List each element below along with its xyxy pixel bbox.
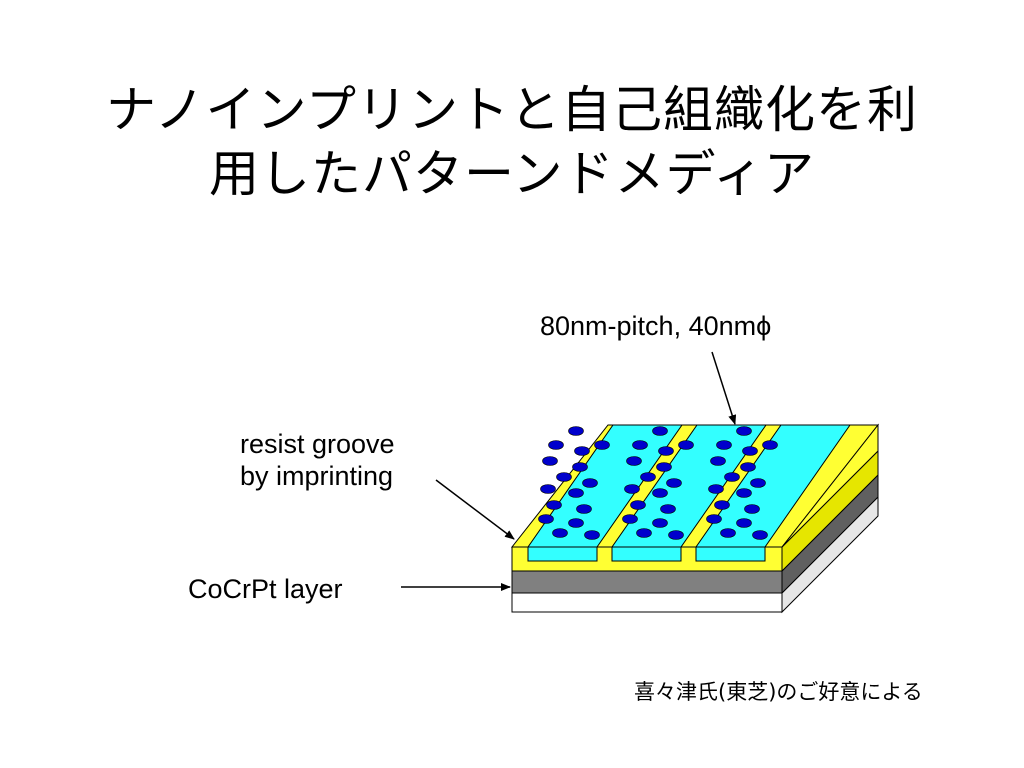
nanodot bbox=[630, 500, 646, 510]
groove-2-front bbox=[611, 546, 682, 562]
nanodot bbox=[568, 426, 584, 436]
nanodot bbox=[736, 518, 752, 528]
nanodot bbox=[546, 500, 562, 510]
nanodot bbox=[636, 528, 652, 538]
nanodot bbox=[710, 456, 726, 466]
nanodot bbox=[668, 530, 684, 540]
substrate-front bbox=[511, 592, 783, 613]
title-line-1: ナノインプリントと自己組織化を利 bbox=[106, 81, 918, 139]
nanodot bbox=[742, 446, 758, 456]
nanodot bbox=[744, 504, 760, 514]
nanodot bbox=[762, 440, 778, 450]
nanodot bbox=[582, 478, 598, 488]
nanodot bbox=[568, 518, 584, 528]
page-title: ナノインプリントと自己組織化を利 用したパターンドメディア bbox=[0, 78, 1024, 206]
nanodot bbox=[556, 472, 572, 482]
nanodot bbox=[652, 426, 668, 436]
nanodot bbox=[568, 488, 584, 498]
title-line-2: 用したパターンドメディア bbox=[209, 145, 815, 203]
groove-3-front bbox=[695, 546, 766, 562]
resist-grooves bbox=[527, 424, 851, 562]
nanodot bbox=[724, 472, 740, 482]
resist-groove-label: resist groove by imprinting bbox=[240, 428, 395, 492]
cocrpt-layer-label: CoCrPt layer bbox=[188, 574, 343, 604]
nanodot bbox=[572, 462, 588, 472]
nanodot bbox=[552, 528, 568, 538]
resist-label-line-1: resist groove bbox=[240, 429, 395, 459]
nanodot bbox=[678, 440, 694, 450]
nanodot bbox=[656, 462, 672, 472]
nanodot bbox=[632, 440, 648, 450]
nanodot bbox=[542, 456, 558, 466]
resist-top-right-edge bbox=[781, 423, 879, 548]
nanodot bbox=[658, 446, 674, 456]
credit-note: 喜々津氏(東芝)のご好意による bbox=[634, 680, 923, 704]
nanodot bbox=[660, 504, 676, 514]
nanodot bbox=[594, 440, 610, 450]
nanodot bbox=[750, 478, 766, 488]
pitch-label: 80nm-pitch, 40nmϕ bbox=[540, 311, 772, 341]
nanodot bbox=[736, 488, 752, 498]
nanodot bbox=[740, 462, 756, 472]
nanodot bbox=[640, 472, 656, 482]
nanodot bbox=[652, 518, 668, 528]
cocrpt-layer-front bbox=[511, 570, 783, 594]
nanodot bbox=[752, 530, 768, 540]
nanodot bbox=[716, 440, 732, 450]
nanodot bbox=[626, 456, 642, 466]
nanodots bbox=[538, 426, 778, 540]
nanodot bbox=[540, 484, 556, 494]
resist-label-line-2: by imprinting bbox=[240, 461, 394, 491]
nanodot bbox=[624, 484, 640, 494]
nanodot bbox=[576, 504, 592, 514]
nanodot bbox=[736, 426, 752, 436]
pitch-arrow bbox=[711, 351, 737, 425]
nanodot bbox=[714, 500, 730, 510]
nanodot bbox=[622, 514, 638, 524]
groove-1-front bbox=[527, 546, 598, 562]
nanodot bbox=[708, 484, 724, 494]
nanodot bbox=[652, 488, 668, 498]
nanodot bbox=[720, 528, 736, 538]
nanodot bbox=[538, 514, 554, 524]
resist-arrow bbox=[435, 479, 515, 540]
nanodot bbox=[706, 514, 722, 524]
nanodot bbox=[548, 440, 564, 450]
nanodot bbox=[666, 478, 682, 488]
nanodot bbox=[574, 446, 590, 456]
nanodot bbox=[584, 530, 600, 540]
